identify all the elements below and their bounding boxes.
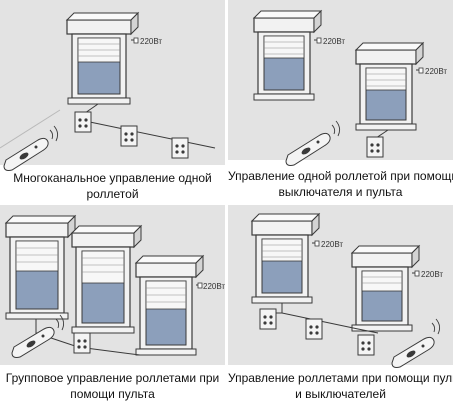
power-socket-icon: [197, 282, 203, 289]
panel-multichannel: 220Вт Многоканальное управление одной: [0, 0, 225, 205]
power-socket-icon: [418, 67, 424, 74]
remote-control-icon: [285, 120, 341, 166]
voltage-label: 220Вт: [140, 37, 162, 46]
diagram-group-remote: 220Вт: [0, 205, 225, 365]
wall-switch-icon: [366, 136, 384, 158]
caption-line: Многоканальное управление одной: [13, 171, 212, 185]
remote-control-icon: [3, 125, 59, 171]
voltage-label: 220Вт: [321, 240, 343, 249]
voltage-label: 220Вт: [425, 67, 447, 76]
roller-shutter-window-icon: [250, 212, 321, 304]
caption-switch-and-remote: Управление одной роллетой при помощи вык…: [228, 168, 453, 200]
diagram-remote-and-switches: 220Вт 220Вт: [228, 205, 453, 368]
panel-switch-and-remote: 220Вт 220Вт Упр: [228, 0, 453, 205]
wall-switch-icon: [357, 334, 375, 356]
caption-line: Групповое управление роллетами при: [5, 371, 220, 385]
caption-line: Управление одной роллетой при помощи: [228, 169, 453, 183]
panel-remote-and-switches: 220Вт 220Вт: [228, 205, 453, 404]
roller-shutter-window-icon: [70, 224, 143, 334]
remote-control-icon: [391, 318, 441, 368]
power-socket-icon: [414, 270, 420, 277]
wall-switch-icon: [259, 308, 277, 330]
power-socket-icon: [316, 37, 322, 44]
roller-shutter-window-icon: [252, 9, 323, 101]
caption-multichannel: Многоканальное управление одной роллетой: [0, 170, 225, 202]
panel-group-remote: 220Вт Групповое управление роллетами при…: [0, 205, 225, 404]
roller-shutter-window-icon: [65, 11, 140, 105]
roller-shutter-window-icon: [350, 244, 421, 332]
roller-shutter-window-icon: [4, 214, 77, 320]
roller-shutter-window-icon: [354, 41, 425, 131]
wall-switch-icon: [74, 111, 92, 133]
caption-line: Управление роллетами при помощи пульта: [228, 371, 453, 385]
wall-switch-icon: [171, 137, 189, 159]
caption-line: роллетой: [86, 187, 139, 201]
diagram-multichannel: 220Вт: [0, 0, 225, 171]
caption-line: и выключателей: [295, 387, 386, 401]
remote-control-icon: [11, 314, 65, 358]
wall-switch-icon: [305, 318, 323, 340]
voltage-label: 220Вт: [421, 270, 443, 279]
diagram-switch-and-remote: 220Вт 220Вт: [228, 0, 453, 166]
voltage-label: 220Вт: [203, 282, 225, 291]
roller-shutter-window-icon: [134, 254, 205, 356]
wall-switch-icon: [73, 332, 91, 354]
power-socket-icon: [133, 37, 139, 44]
wall-switch-icon: [120, 125, 138, 147]
caption-remote-and-switches: Управление роллетами при помощи пульта и…: [228, 370, 453, 402]
power-socket-icon: [314, 240, 320, 247]
voltage-label: 220Вт: [323, 37, 345, 46]
caption-line: выключателя и пульта: [278, 185, 403, 199]
caption-line: помощи пульта: [70, 387, 155, 401]
caption-group-remote: Групповое управление роллетами при помощ…: [0, 370, 225, 402]
